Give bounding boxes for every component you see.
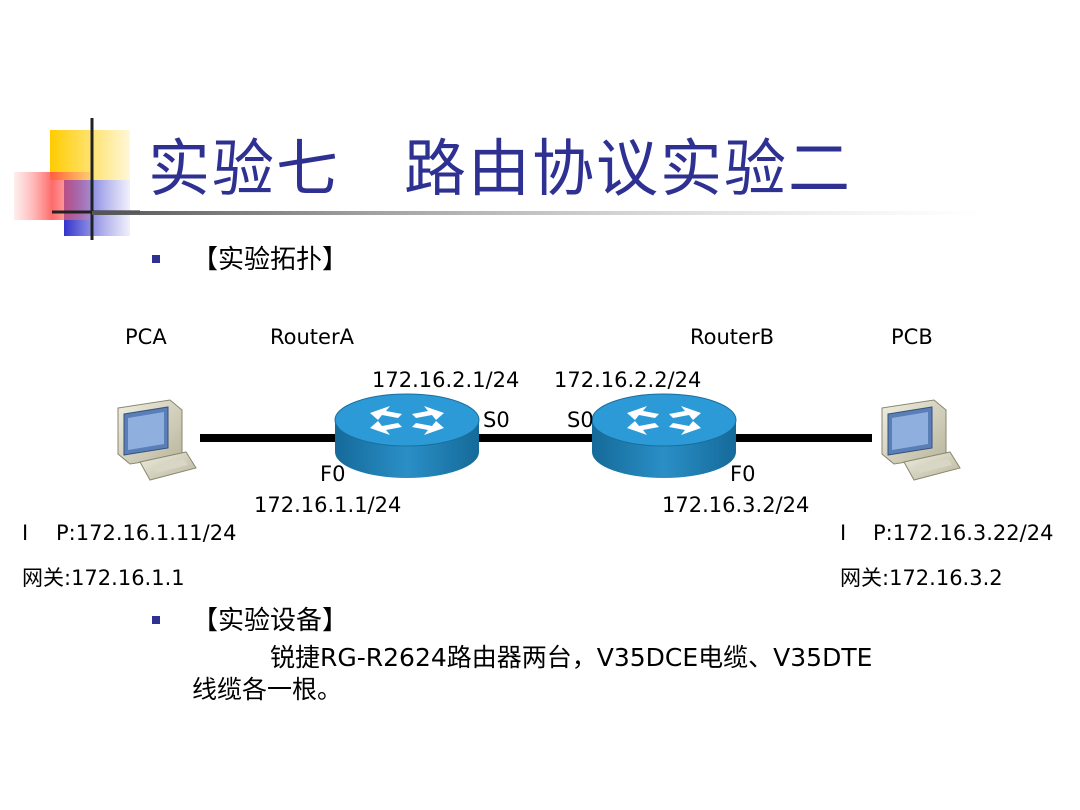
slide-title: 实验七 路由协议实验二 xyxy=(148,132,853,205)
network-topology xyxy=(117,393,961,481)
bullet-marker xyxy=(152,255,160,263)
label-ra-f0-ip: 172.16.1.1/24 xyxy=(254,493,402,517)
title-underline xyxy=(92,211,982,215)
router-b-icon xyxy=(591,393,737,478)
title-decoration xyxy=(14,118,982,240)
label-router-b: RouterB xyxy=(690,325,774,349)
label-pcb: PCB xyxy=(891,325,933,349)
router-a-icon xyxy=(334,393,480,478)
pcb-computer-icon xyxy=(881,399,961,481)
label-router-a: RouterA xyxy=(270,325,354,349)
equipment-line-1: 锐捷RG-R2624路由器两台，V35DCE电缆、V35DTE xyxy=(270,643,873,672)
pca-ip: P:172.16.1.11/24 xyxy=(56,521,237,545)
pca-ip-prefix: I xyxy=(22,521,29,545)
equipment-line-2: 线缆各一根。 xyxy=(192,675,343,704)
label-rb-f0: F0 xyxy=(730,462,756,486)
label-pca: PCA xyxy=(125,325,167,349)
deco-yellow-square xyxy=(50,130,130,180)
bullet-equipment: 【实验设备】 xyxy=(192,606,349,636)
pcb-ip: P:172.16.3.22/24 xyxy=(873,521,1054,545)
pca-computer-icon xyxy=(117,399,197,481)
pca-gateway: 网关:172.16.1.1 xyxy=(22,566,185,590)
pcb-gateway: 网关:172.16.3.2 xyxy=(840,566,1003,590)
bullet-topology: 【实验拓扑】 xyxy=(192,245,349,275)
bullet-marker xyxy=(152,616,160,624)
label-rb-s0-ip: 172.16.2.2/24 xyxy=(554,368,702,392)
label-ra-f0: F0 xyxy=(320,462,346,486)
pcb-ip-prefix: I xyxy=(840,521,847,545)
label-ra-s0-ip: 172.16.2.1/24 xyxy=(372,368,520,392)
label-ra-s0: S0 xyxy=(483,408,510,432)
label-rb-s0: S0 xyxy=(567,408,594,432)
label-rb-f0-ip: 172.16.3.2/24 xyxy=(662,493,810,517)
